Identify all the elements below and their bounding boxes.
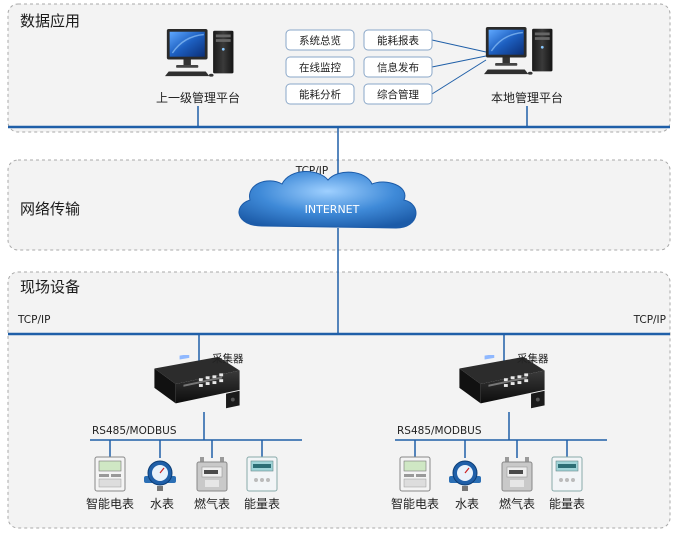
upper-platform-label: 上一级管理平台 bbox=[156, 90, 240, 105]
function-box-1: 能耗报表 bbox=[363, 29, 433, 51]
energy-meter-icon bbox=[246, 456, 278, 492]
meter-label: 水表 bbox=[455, 497, 479, 511]
collector-drop-lines bbox=[198, 334, 505, 362]
meter-label: 智能电表 bbox=[86, 496, 134, 511]
energy-meter-icon bbox=[551, 456, 583, 492]
gas-meter-icon bbox=[501, 456, 533, 492]
section-title-network: 网络传输 bbox=[20, 200, 80, 218]
internet-cloud-icon bbox=[238, 171, 417, 229]
internet-label: INTERNET bbox=[305, 203, 360, 216]
meter-label: 能量表 bbox=[244, 497, 280, 511]
field-protocol-label-left: TCP/IP bbox=[17, 314, 50, 326]
gas-meter-icon bbox=[196, 456, 228, 492]
meter-label: 智能电表 bbox=[391, 496, 439, 511]
svg-text:信息发布: 信息发布 bbox=[377, 61, 419, 74]
collector-group-1: 采集器 RS485/MODBUS 智能电表 水表 燃气表 能量表 bbox=[86, 352, 302, 511]
meter-label: 水表 bbox=[150, 497, 174, 511]
meter-label: 燃气表 bbox=[194, 496, 230, 511]
svg-text:能耗报表: 能耗报表 bbox=[377, 34, 419, 47]
field-protocol-label-right: TCP/IP bbox=[633, 314, 666, 326]
bus-protocol-label: RS485/MODBUS bbox=[92, 425, 177, 437]
collector-group-2: 采集器 RS485/MODBUS 智能电表 水表 燃气表 能量表 bbox=[391, 352, 607, 511]
function-box-5: 综合管理 bbox=[363, 83, 433, 105]
collector-label: 采集器 bbox=[212, 352, 244, 365]
meter-bus-lines bbox=[90, 412, 302, 458]
local-platform-label: 本地管理平台 bbox=[491, 90, 563, 105]
function-box-3: 信息发布 bbox=[363, 56, 433, 78]
function-connector-lines bbox=[431, 39, 487, 95]
svg-text:在线监控: 在线监控 bbox=[299, 61, 341, 74]
svg-text:能耗分析: 能耗分析 bbox=[299, 88, 341, 101]
section-title-data-application: 数据应用 bbox=[20, 12, 80, 30]
meter-bus-lines bbox=[395, 412, 607, 458]
smart-electric-meter-icon bbox=[399, 456, 431, 492]
meter-label: 燃气表 bbox=[499, 496, 535, 511]
function-box-4: 能耗分析 bbox=[285, 83, 355, 105]
svg-text:系统总览: 系统总览 bbox=[299, 34, 341, 47]
bus-protocol-label: RS485/MODBUS bbox=[397, 425, 482, 437]
smart-electric-meter-icon bbox=[94, 456, 126, 492]
svg-text:综合管理: 综合管理 bbox=[377, 88, 419, 101]
section-title-field: 现场设备 bbox=[20, 278, 80, 296]
function-box-0: 系统总览 bbox=[285, 29, 355, 51]
function-box-2: 在线监控 bbox=[285, 56, 355, 78]
collector-label: 采集器 bbox=[517, 352, 549, 365]
meter-label: 能量表 bbox=[549, 497, 585, 511]
